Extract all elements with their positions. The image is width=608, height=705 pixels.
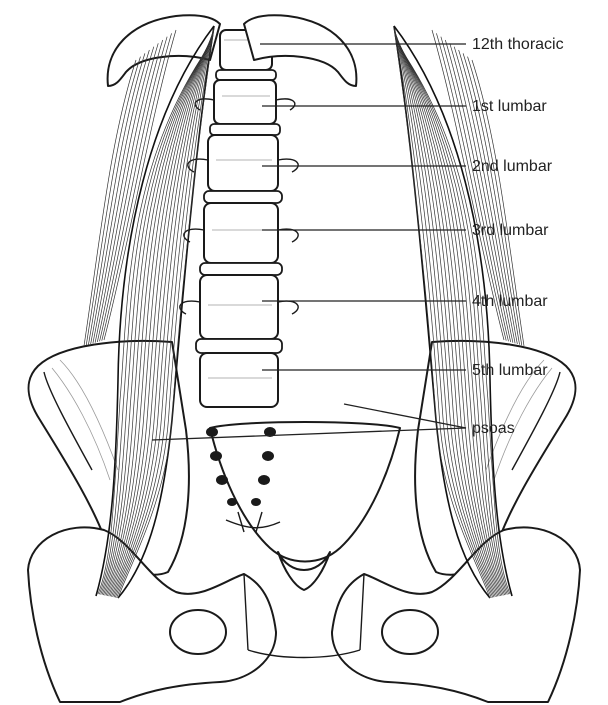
label-12th-thoracic: 12th thoracic: [472, 36, 564, 53]
sacrum: [206, 422, 400, 590]
vertebral-column: [180, 30, 298, 407]
label-5th-lumbar: 5th lumbar: [472, 362, 548, 379]
label-4th-lumbar: 4th lumbar: [472, 293, 548, 310]
lateral-fiber: [84, 60, 136, 346]
lateral-fiber: [95, 43, 158, 342]
label-1st-lumbar: 1st lumbar: [472, 98, 547, 115]
label-psoas: psoas: [472, 420, 515, 437]
label-2nd-lumbar: 2nd lumbar: [472, 158, 553, 175]
label-3rd-lumbar: 3rd lumbar: [472, 222, 549, 239]
